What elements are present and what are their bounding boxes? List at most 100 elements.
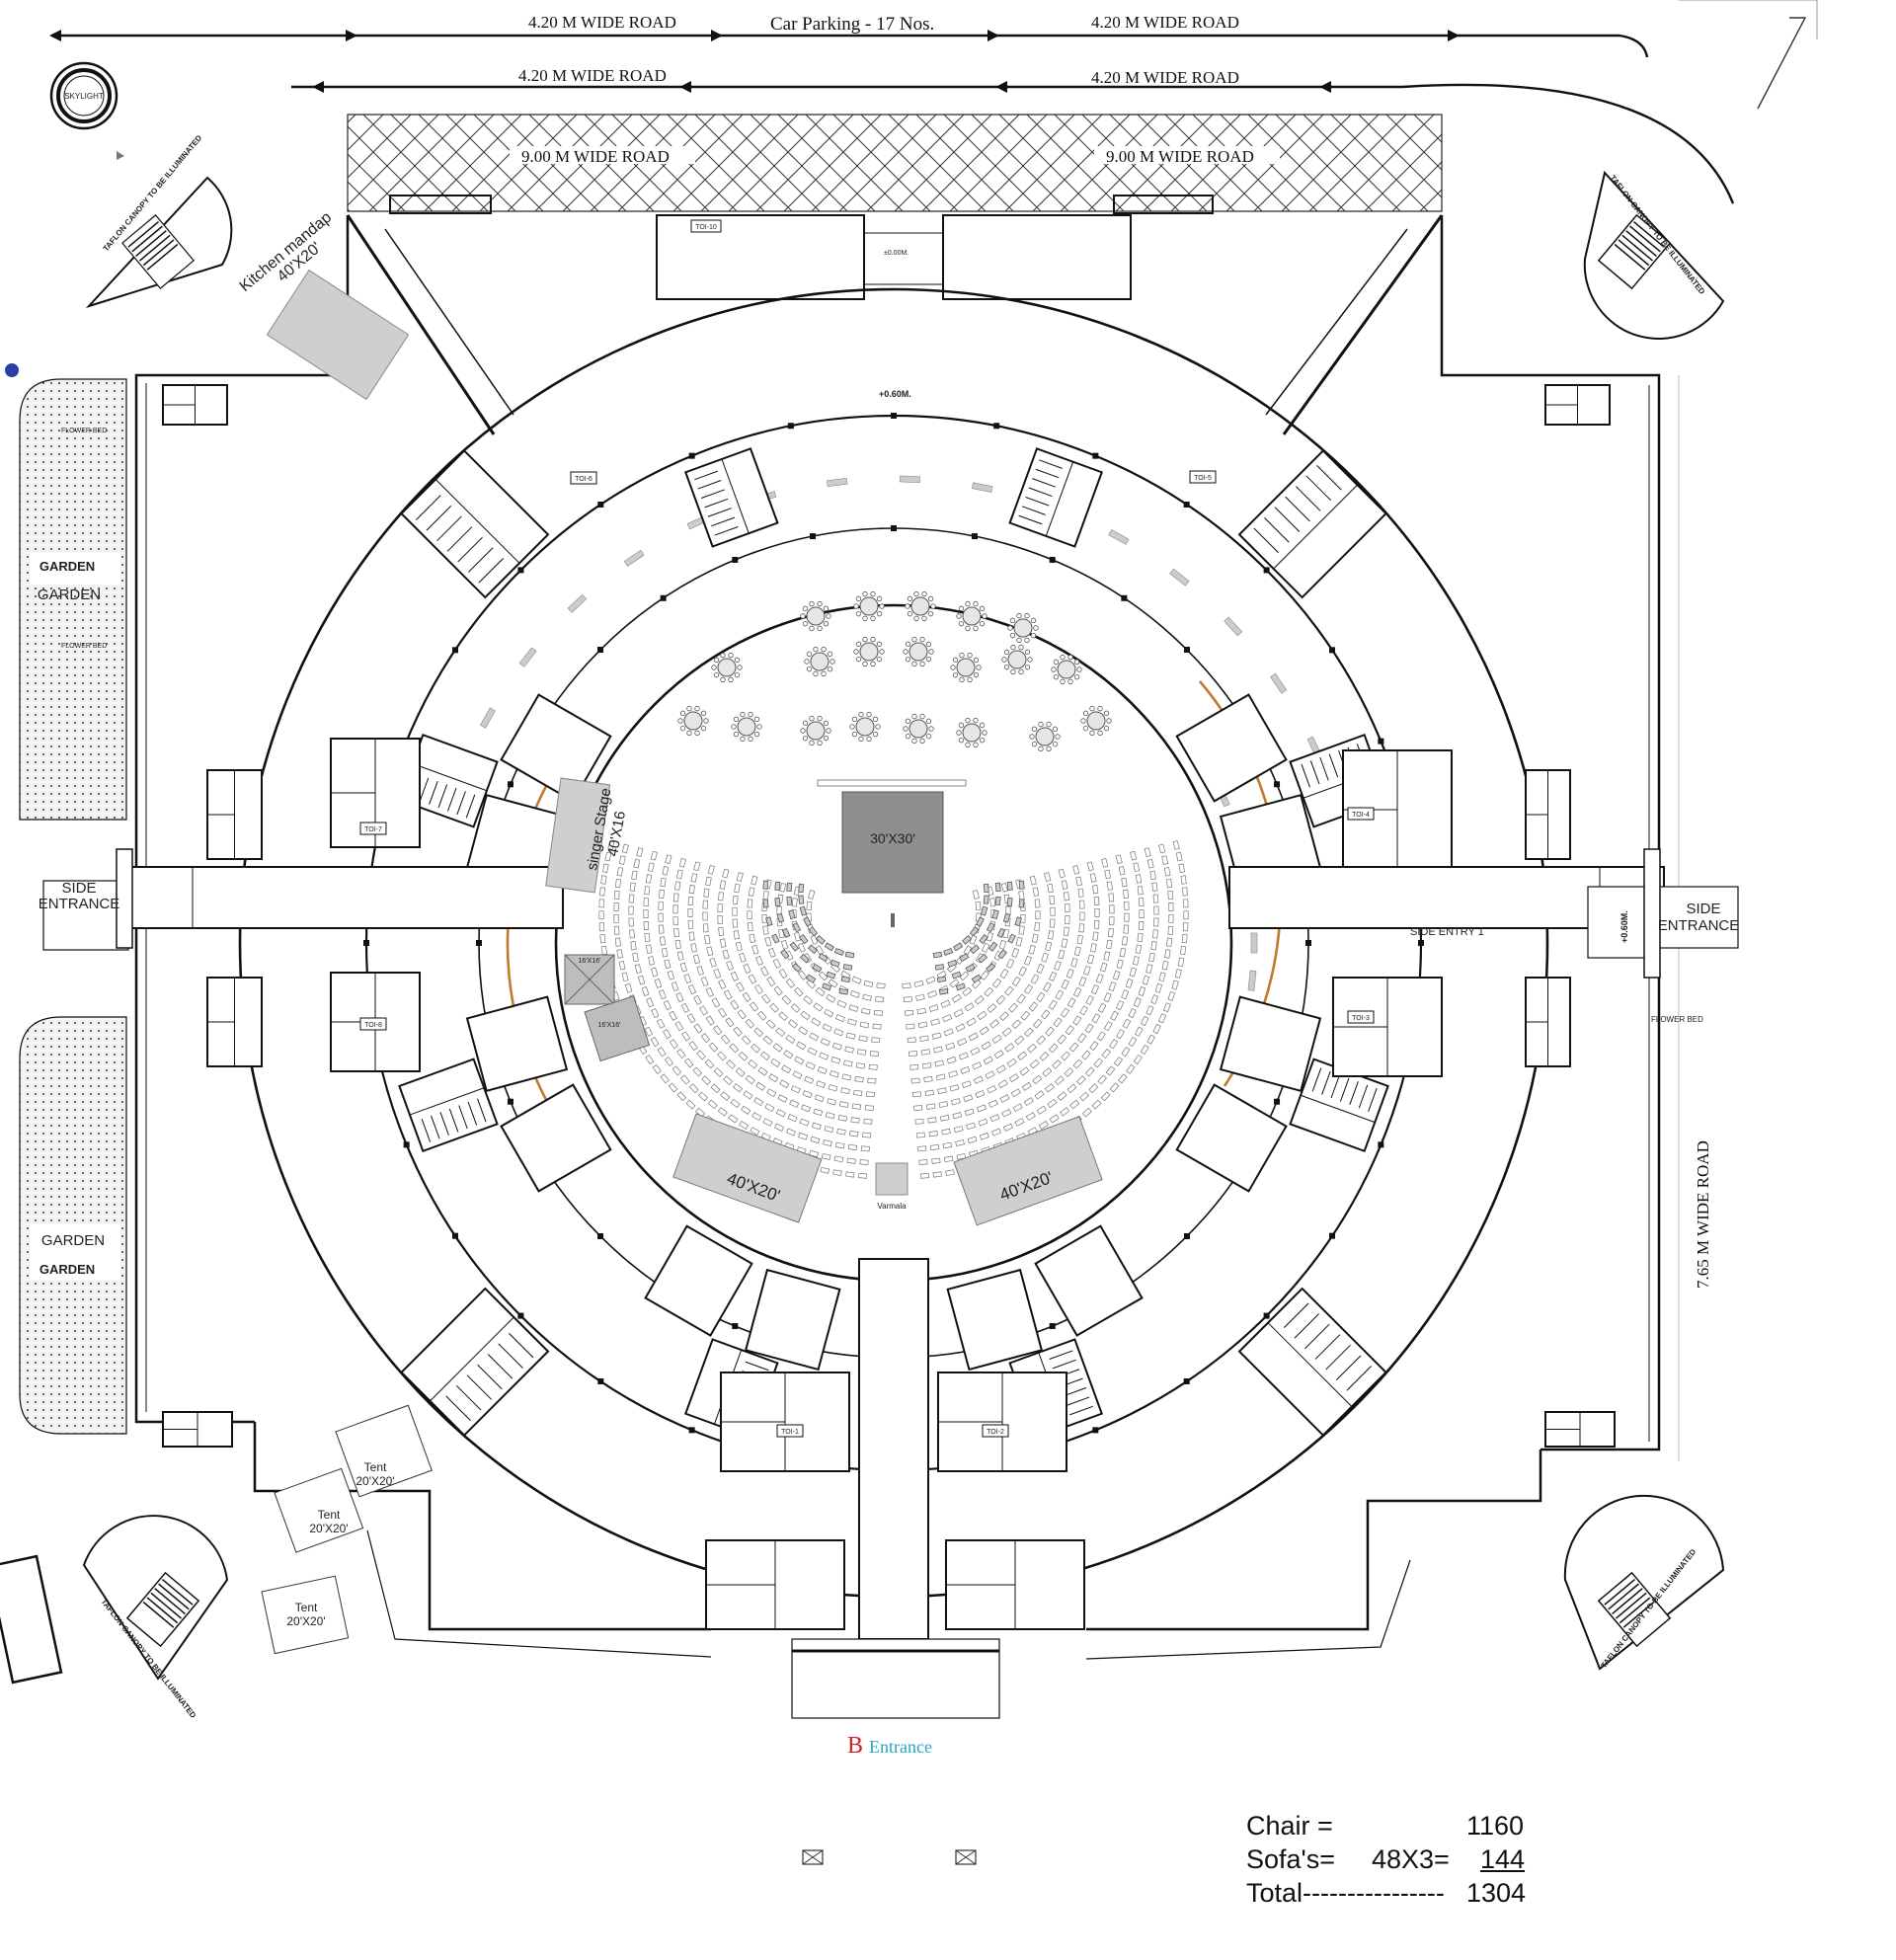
seat — [772, 1043, 783, 1053]
seat — [854, 1075, 864, 1083]
seat — [844, 1046, 854, 1054]
stair-tread — [1309, 760, 1320, 785]
table-chair — [1016, 637, 1022, 644]
round-table — [800, 600, 831, 632]
table-chair — [713, 657, 720, 664]
table-chair — [1031, 741, 1038, 747]
room — [644, 1224, 753, 1337]
table-chair — [853, 649, 859, 655]
seat — [1019, 1066, 1030, 1076]
seat — [1132, 956, 1140, 966]
sofa-row: Sofa's= 48X3= 144 — [1246, 1842, 1542, 1876]
seat — [1130, 850, 1138, 861]
seat — [953, 1008, 964, 1018]
seat — [703, 888, 710, 898]
stair-tread — [448, 1108, 459, 1133]
room — [744, 1268, 841, 1372]
seat — [1105, 1065, 1116, 1076]
seat — [750, 1043, 761, 1054]
seat — [1116, 1000, 1125, 1011]
seat-front — [786, 882, 793, 893]
seat — [1079, 911, 1085, 921]
seat — [1112, 970, 1121, 980]
seat — [1089, 1041, 1099, 1052]
seat-front — [838, 987, 849, 995]
stair-tread — [1294, 1313, 1319, 1339]
stair-tread — [697, 480, 722, 490]
seat — [762, 1035, 773, 1046]
seat — [628, 905, 634, 915]
seat — [725, 1017, 735, 1028]
table-chair — [740, 711, 746, 718]
seat — [902, 982, 911, 989]
column — [891, 525, 897, 531]
seat — [923, 1075, 933, 1083]
seat — [1088, 1083, 1099, 1094]
seat-front — [988, 941, 998, 952]
column — [1305, 940, 1311, 946]
table-chair — [800, 728, 806, 734]
seat — [838, 1101, 849, 1108]
seat — [863, 980, 874, 987]
stair-tread — [1049, 1350, 1073, 1360]
stair-tread — [466, 1374, 493, 1400]
seat — [860, 1145, 870, 1152]
stair-tread — [704, 498, 729, 509]
seat — [1146, 1034, 1155, 1045]
seating-summary: Chair = 1160 Sofa's= 48X3= 144 Total----… — [1246, 1809, 1542, 1910]
seat — [834, 1141, 845, 1149]
seat — [1121, 877, 1128, 888]
tent-2: Tent 20'X20' — [274, 1467, 364, 1553]
table-chair — [700, 725, 707, 732]
table-top — [908, 719, 928, 739]
toilet-tag-2: TOI-2 — [987, 1429, 1004, 1436]
seat-front — [774, 881, 781, 891]
seat — [1090, 984, 1100, 995]
seat — [930, 1018, 940, 1026]
seat — [860, 1007, 871, 1015]
stair-tread — [1025, 496, 1050, 507]
seat — [1063, 892, 1069, 902]
seat — [1093, 919, 1100, 929]
seat — [719, 938, 727, 948]
room — [500, 1083, 612, 1193]
tent-3-label: Tent — [295, 1601, 318, 1614]
table-chair — [1046, 721, 1052, 728]
seat — [941, 1128, 951, 1136]
stair-tread — [1335, 1355, 1362, 1381]
seat — [688, 885, 695, 895]
seat — [823, 1139, 832, 1147]
seat — [621, 972, 629, 982]
block-wall — [400, 449, 550, 599]
table-chair — [959, 676, 965, 683]
column — [597, 501, 604, 508]
table-chair — [952, 657, 959, 664]
seat — [632, 952, 639, 963]
seat — [658, 924, 665, 934]
varmala-pad: Varmala — [875, 1162, 908, 1211]
seat — [1026, 1043, 1037, 1054]
seat — [1133, 862, 1141, 873]
side-entrance-right-line1: SIDE — [1686, 901, 1720, 917]
garden-label-bold-north: GARDEN — [40, 559, 95, 574]
seat — [736, 872, 744, 882]
seat — [753, 983, 763, 994]
seat — [1068, 1042, 1079, 1053]
canopy-sw: TAFLON CANOPY TO BE ILLUMINATED — [82, 1515, 229, 1720]
stair-tread — [1035, 468, 1060, 479]
seat — [1152, 894, 1159, 903]
seat-front — [938, 987, 949, 995]
seat — [863, 1118, 873, 1125]
seat — [654, 978, 663, 988]
seat — [723, 989, 733, 1000]
seat — [667, 970, 675, 980]
seat — [828, 979, 838, 988]
seat — [1083, 965, 1091, 976]
entrance-label: Entrance — [869, 1737, 932, 1757]
level-label-ring: +0.60M. — [879, 389, 911, 399]
seat — [1158, 972, 1166, 982]
column — [1329, 647, 1336, 654]
table-chair — [1009, 632, 1016, 639]
side-entrance-left-line2: ENTRANCE — [39, 896, 120, 912]
seat — [1138, 921, 1145, 930]
